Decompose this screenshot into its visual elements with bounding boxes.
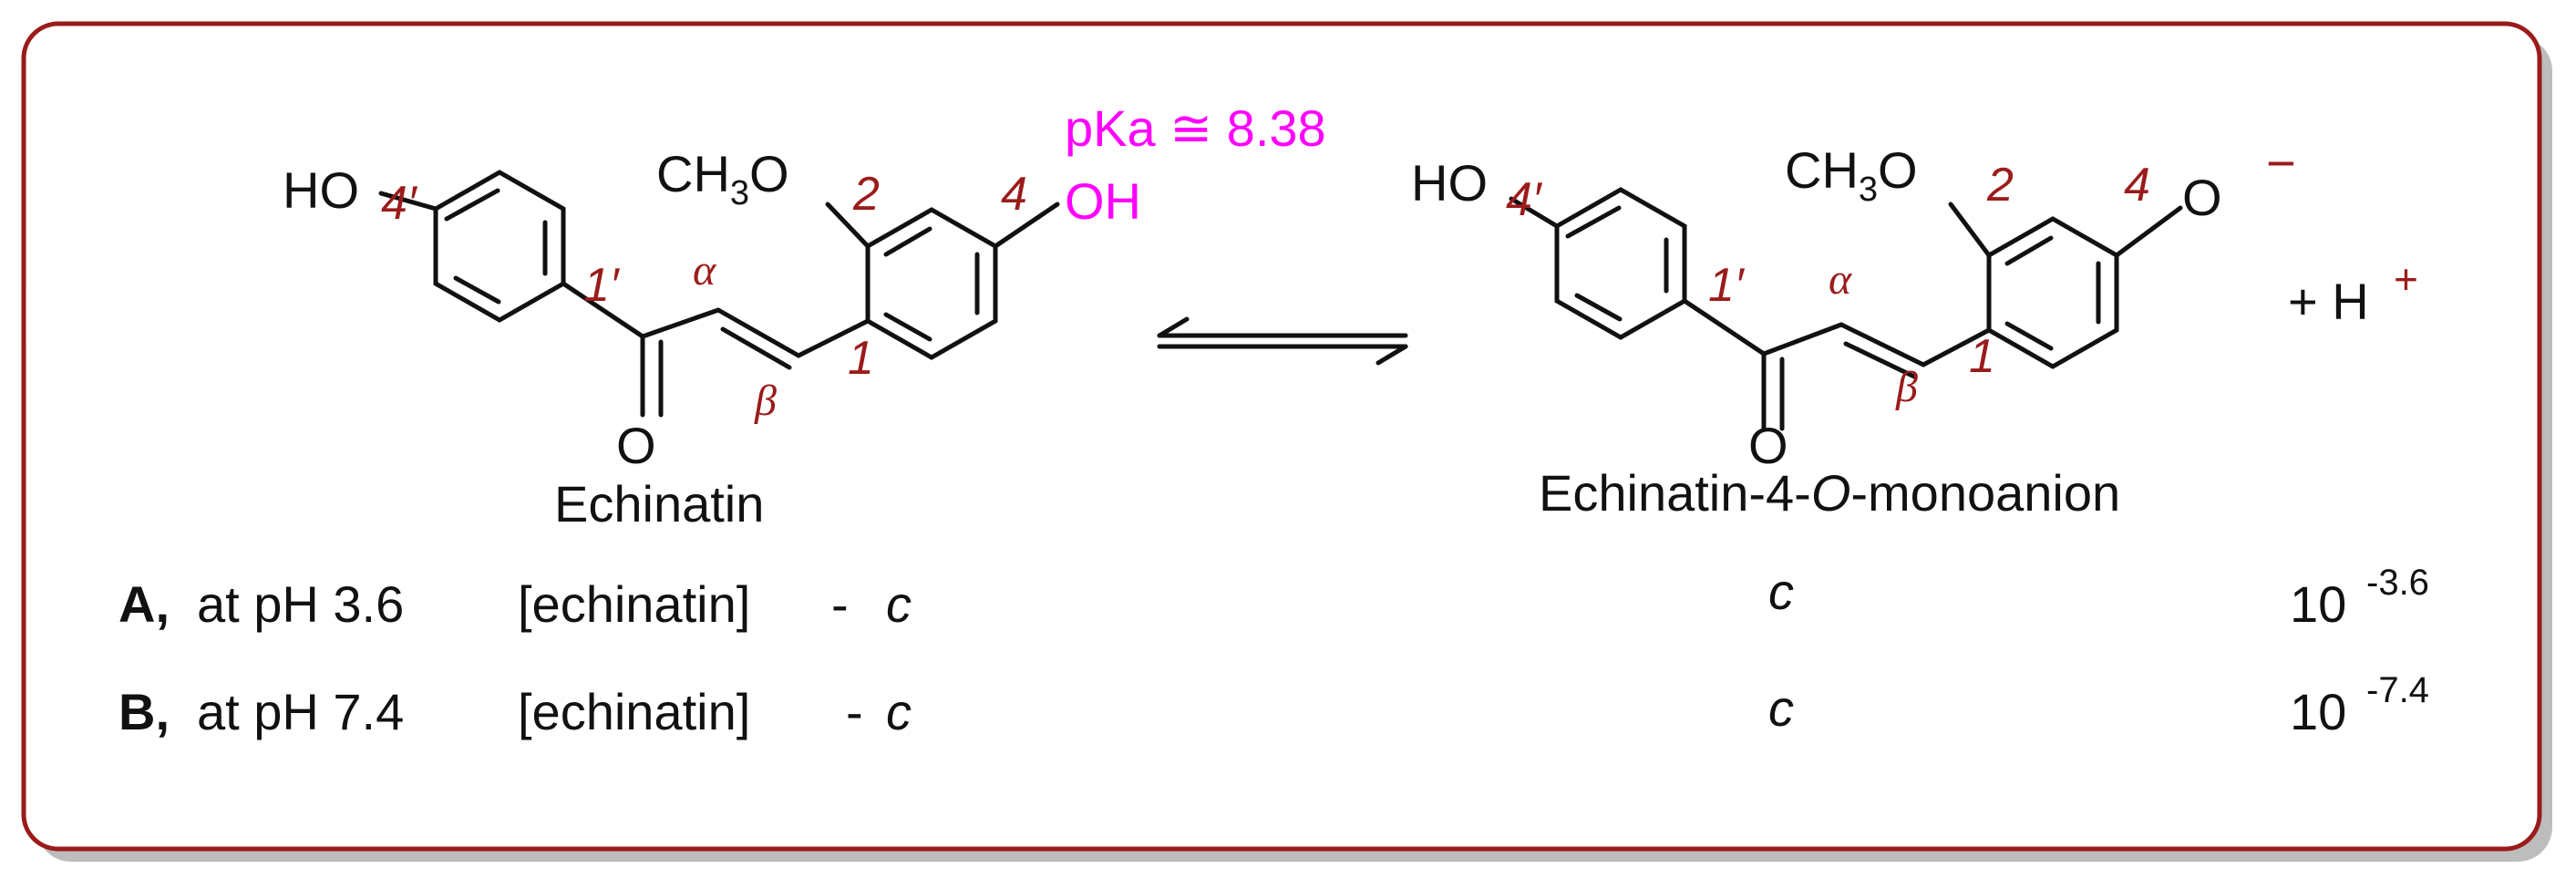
left-locant-4prime: 4′	[381, 177, 418, 230]
left-ho-label: HO	[283, 161, 359, 219]
name-italic: O	[1811, 464, 1851, 522]
row-a-left-c: c	[886, 575, 912, 633]
row-b-h-base: 10	[2290, 683, 2346, 740]
right-locant-4prime: 4′	[1506, 173, 1543, 226]
row-a-minus: -	[831, 575, 849, 633]
proton-label: + H	[2288, 273, 2369, 330]
left-locant-2: 2	[852, 168, 880, 221]
pka-label: pKa ≅ 8.38	[1065, 99, 1326, 157]
right-locant-2: 2	[1986, 159, 2014, 212]
left-locant-beta: β	[754, 377, 777, 425]
equilibrium-arrows	[1157, 316, 1408, 366]
row-b-minus: -	[846, 683, 863, 740]
row-b-h-exp: -7.4	[2366, 670, 2429, 710]
monoanion-structure	[1509, 187, 2183, 431]
right-carbonyl-o: O	[1748, 417, 1788, 474]
row-a: A, at pH 3.6 [echinatin] - c c 10 -3.6	[118, 563, 2429, 633]
row-a-mid-c: c	[1768, 563, 1794, 620]
left-ch3o-label: CH3O	[656, 145, 789, 212]
frame	[21, 21, 2542, 852]
left-locant-alpha: α	[693, 246, 716, 295]
right-locant-1: 1	[1969, 330, 1995, 383]
right-ho-label: HO	[1411, 154, 1488, 212]
row-b: B, at pH 7.4 [echinatin] - c c 10 -7.4	[118, 670, 2429, 740]
name-part2: -monoanion	[1850, 464, 2120, 522]
right-locant-alpha: α	[1829, 255, 1852, 304]
proton-charge: +	[2394, 255, 2418, 303]
right-molecule-name: Echinatin-4-O-monoanion	[1539, 464, 2120, 522]
right-ch3o-label: CH3O	[1785, 141, 1918, 209]
row-b-mid-c: c	[1768, 679, 1794, 737]
right-locant-4: 4	[2124, 159, 2150, 212]
row-b-letter: B,	[118, 683, 170, 740]
left-locant-1prime: 1′	[583, 259, 621, 312]
row-b-condition: at pH 7.4	[197, 683, 404, 740]
left-carbonyl-o: O	[616, 417, 656, 474]
row-a-h-exp: -3.6	[2366, 563, 2429, 603]
row-b-left-c: c	[886, 683, 912, 740]
row-b-left: [echinatin]	[518, 683, 750, 740]
right-anion-charge: −	[2266, 134, 2296, 191]
row-a-h-base: 10	[2290, 575, 2346, 633]
left-locant-4: 4	[1001, 168, 1027, 221]
echinatin-structure	[378, 170, 1060, 418]
left-locant-1: 1	[848, 332, 874, 385]
row-a-left: [echinatin]	[518, 575, 750, 633]
right-anion-o: O	[2182, 169, 2222, 226]
row-a-condition: at pH 3.6	[197, 575, 404, 633]
right-locant-beta: β	[1895, 363, 1918, 411]
left-oh-label: OH	[1065, 172, 1141, 230]
row-a-letter: A,	[118, 575, 170, 633]
name-part1: Echinatin-4-	[1539, 464, 1811, 522]
right-locant-1prime: 1′	[1708, 259, 1746, 312]
left-molecule-name: Echinatin	[554, 475, 764, 533]
